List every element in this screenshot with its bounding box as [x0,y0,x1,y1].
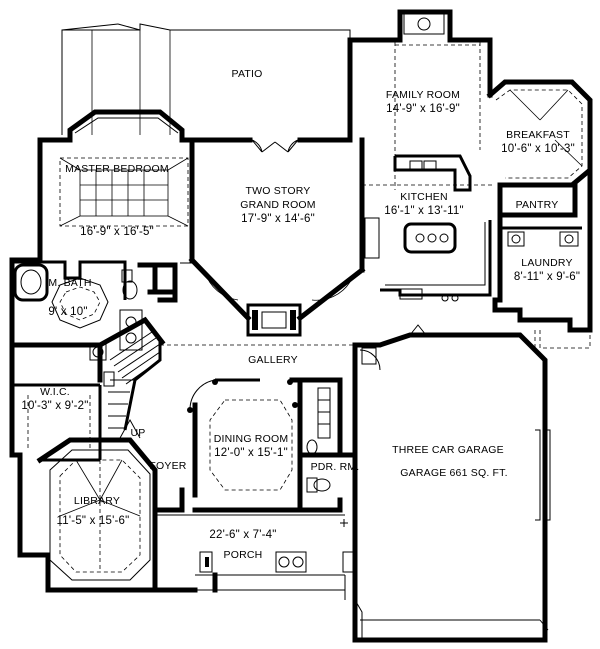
garage-name: THREE CAR GARAGE [392,444,504,456]
gallery-walls [157,262,355,346]
library-dims: 11'-5" x 15'-6" [56,515,130,527]
pantry-laundry-walls [492,167,593,349]
dining-walls [187,377,303,513]
kitchen-name: KITCHEN [400,191,448,203]
family-room-dims: 14'-9" x 16'-9" [386,103,460,115]
grand-room-name: TWO STORY [245,185,311,197]
master-bath-label: M. BATH [48,276,91,290]
patio-name: PATIO [231,68,263,80]
porch-name: PORCH [223,549,263,561]
master-bedroom-name: MASTER BEDROOM [65,163,169,175]
gallery-label: GALLERY [248,353,298,367]
library-label: LIBRARY [74,494,120,508]
porch-walls [155,514,354,593]
foyer-name: FOYER [149,460,187,472]
family-room-name: FAMILY ROOM [385,89,461,101]
laundry-name: LAUNDRY [521,257,573,269]
powder-room-label: PDR. RM. [311,460,360,474]
powder-room-walls [297,377,358,513]
master-bath-name: M. BATH [48,277,92,289]
dining-room-label: DINING ROOM 12'-0" x 15'-1" [214,432,289,460]
foyer-label: FOYER [149,459,186,473]
garage-area: GARAGE 661 SQ. FT. [400,467,508,479]
grand-room-name-2: GRAND ROOM [240,199,316,211]
family-room-walls [347,9,495,190]
stair-up-label: UP [131,426,146,440]
pantry-name: PANTRY [515,199,559,211]
master-bath-dims: 9' x 10" [48,306,88,318]
wic-label: W.I.C. 10'-3" x 9'-2" [21,385,88,413]
master-bath-dims-label: 9' x 10" [48,305,87,319]
laundry-dims: 8'-11" x 9'-6" [513,271,581,283]
master-bedroom-dims: 16'-9" x 16'-5" [80,226,154,238]
library-name: LIBRARY [73,495,121,507]
garage-label: THREE CAR GARAGE [392,443,504,457]
dining-room-name: DINING ROOM [213,433,289,445]
patio-outline [61,23,351,135]
garage-walls [352,324,551,643]
family-room-label: FAMILY ROOM 14'-9" x 16'-9" [386,88,460,116]
powder-room-name: PDR. RM. [310,461,360,473]
laundry-label: LAUNDRY 8'-11" x 9'-6" [514,256,580,284]
kitchen-label: KITCHEN 16'-1" x 13'-11" [384,190,463,218]
grand-room-dims: 17'-9" x 14'-6" [241,213,315,225]
kitchen-walls [359,154,492,302]
wic-name: W.I.C. [40,386,70,398]
grand-room-label: TWO STORY GRAND ROOM 17'-9" x 14'-6" [240,184,316,226]
grand-room-walls [188,92,366,337]
master-bedroom-dims-label: 16'-9" x 16'-5" [80,225,154,239]
library-dims-label: 11'-5" x 15'-6" [57,514,130,528]
breakfast-label: BREAKFAST 10'-6" x 10'-3" [501,128,575,156]
kitchen-dims: 16'-1" x 13'-11" [384,205,464,217]
breakfast-walls [486,79,593,188]
breakfast-dims: 10'-6" x 10'-3" [501,143,575,155]
wic-walls [9,342,115,473]
master-bedroom-label: MASTER BEDROOM [65,162,169,176]
stair [96,316,166,439]
master-bedroom-walls [37,109,195,251]
dining-room-dims: 12'-0" x 15'-1" [214,447,288,459]
wic-dims: 10'-3" x 9'-2" [21,400,89,412]
stair-up-text: UP [130,427,146,439]
breakfast-name: BREAKFAST [506,129,570,141]
porch-label: 22'-6" x 7'-4" PORCH [209,528,276,562]
porch-dims: 22'-6" x 7'-4" [209,529,277,541]
garage-area-label: GARAGE 661 SQ. FT. [400,466,507,480]
library-walls [17,437,185,593]
misc-details [180,262,346,600]
pantry-label: PANTRY [516,198,559,212]
gallery-name: GALLERY [248,354,298,366]
patio-label: PATIO [232,67,263,81]
master-bath-walls [9,245,178,383]
